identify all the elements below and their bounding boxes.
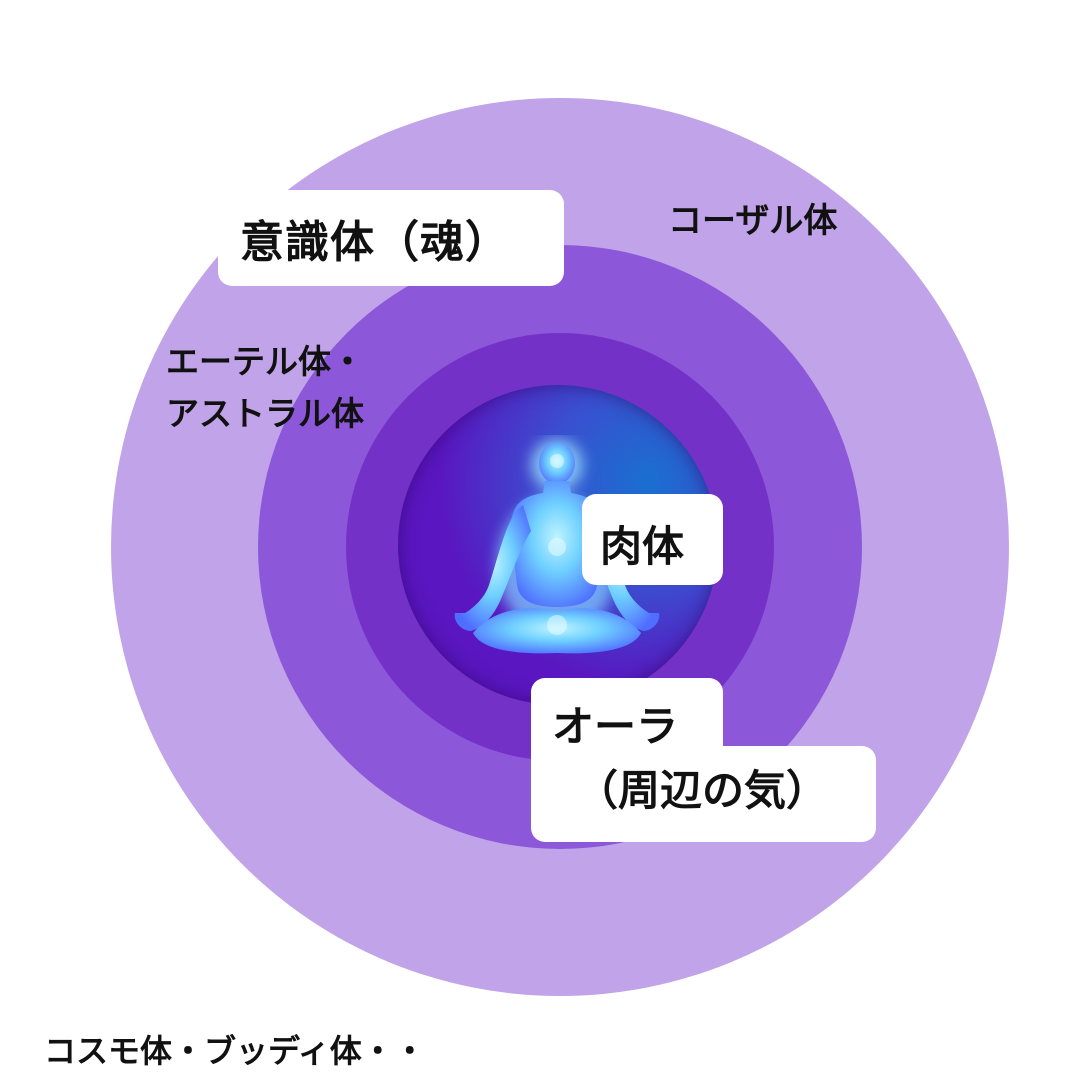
cosmic-body-label: コスモ体・ブッディ体・・ xyxy=(44,1032,426,1070)
aura-label-line2: （周辺の気） xyxy=(576,766,829,815)
etheric-label-line2: アストラル体 xyxy=(166,394,364,433)
physical-label-box xyxy=(582,494,723,585)
etheric-label-line1: エーテル体・ xyxy=(166,342,364,381)
etheric-astral-label: エーテル体・ アストラル体 xyxy=(166,336,364,440)
soul-label-box xyxy=(218,190,564,286)
aura-label-line1: オーラ xyxy=(552,702,679,751)
causal-body-label: コーザル体 xyxy=(668,201,838,241)
aura-label: オーラ （周辺の気） xyxy=(552,695,828,823)
physical-body-label: 肉体 xyxy=(600,522,685,571)
soul-label: 意識体（魂） xyxy=(240,217,510,268)
meditating-person-icon xyxy=(454,439,660,654)
aura-label-box-bottom xyxy=(531,746,876,842)
